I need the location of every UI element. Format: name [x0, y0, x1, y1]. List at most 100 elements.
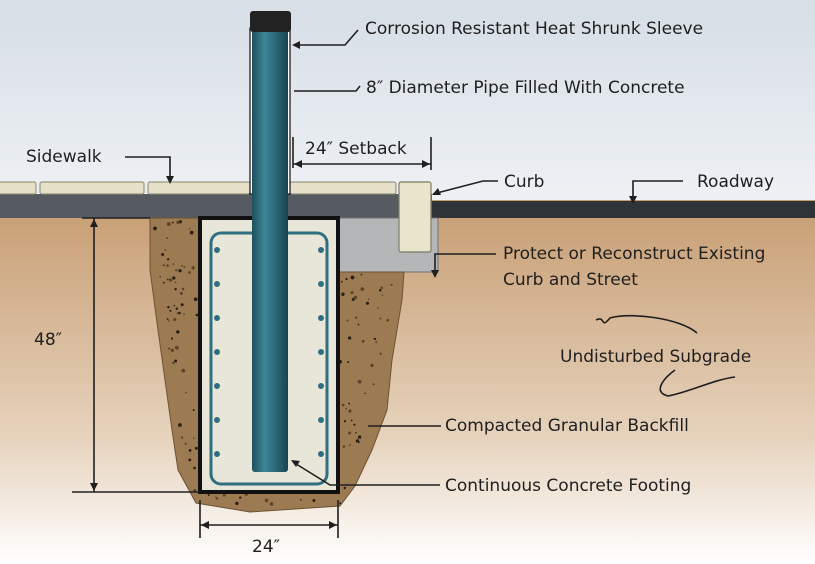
aggregate-speck — [170, 337, 174, 340]
arrow-roadway — [629, 196, 637, 204]
aggregate-speck — [161, 253, 165, 256]
aggregate-speck — [164, 249, 167, 251]
aggregate-speck — [166, 264, 169, 267]
aggregate-speck — [174, 287, 177, 291]
aggregate-speck — [379, 317, 382, 320]
aggregate-speck — [349, 444, 351, 446]
aggregate-speck — [377, 307, 380, 309]
aggregate-speck — [167, 305, 170, 309]
arrow-curb — [432, 188, 441, 195]
pipe — [252, 30, 288, 472]
label-depth: 48″ — [34, 330, 62, 350]
aggregate-speck — [173, 317, 177, 322]
aggregate-speck — [188, 449, 192, 452]
aggregate-speck — [189, 230, 194, 235]
aggregate-speck — [361, 339, 365, 343]
rebar-dot — [214, 349, 220, 355]
aggregate-speck — [184, 442, 187, 445]
aggregate-speck — [350, 291, 354, 295]
subgrade-squiggle — [659, 369, 736, 397]
aggregate-speck — [222, 493, 226, 497]
rebar-dot — [318, 349, 324, 355]
aggregate-speck — [185, 391, 188, 394]
rebar-dot — [318, 247, 324, 253]
arrow-footing — [291, 460, 300, 467]
aggregate-speck — [183, 313, 185, 315]
aggregate-speck — [163, 281, 165, 284]
arrow-depth-bottom — [90, 483, 98, 491]
label-protect-line1: Protect or Reconstruct Existing — [503, 244, 766, 264]
aggregate-speck — [180, 436, 184, 439]
leader-sleeve — [295, 29, 359, 46]
aggregate-speck — [381, 294, 384, 296]
aggregate-speck — [166, 318, 169, 320]
aggregate-speck — [348, 402, 351, 405]
label-sleeve: Corrosion Resistant Heat Shrunk Sleeve — [365, 19, 704, 39]
rebar-dot — [214, 383, 220, 389]
rebar-dot — [318, 383, 324, 389]
aggregate-speck — [375, 341, 377, 343]
aggregate-speck — [174, 281, 177, 284]
aggregate-speck — [239, 496, 242, 499]
aggregate-speck — [183, 265, 186, 268]
aggregate-speck — [345, 277, 348, 281]
aggregate-speck — [215, 497, 219, 500]
sidewalk-slab — [0, 181, 37, 195]
aggregate-speck — [175, 345, 179, 350]
leader-pipe — [294, 85, 361, 92]
aggregate-speck — [194, 446, 198, 450]
aggregate-speck — [181, 368, 186, 373]
aggregate-speck — [355, 316, 358, 319]
aggregate-speck — [193, 297, 198, 302]
aggregate-speck — [264, 498, 269, 503]
aggregate-speck — [357, 379, 362, 384]
aggregate-speck — [180, 303, 184, 307]
aggregate-speck — [312, 498, 316, 503]
aggregate-speck — [193, 466, 196, 470]
aggregate-speck — [172, 276, 176, 280]
aggregate-speck — [171, 221, 174, 224]
aggregate-speck — [339, 502, 342, 505]
arrow-sidewalk — [166, 176, 174, 184]
aggregate-speck — [188, 271, 191, 274]
aggregate-speck — [372, 383, 375, 386]
aggregate-speck — [175, 307, 179, 310]
label-sidewalk: Sidewalk — [26, 147, 102, 167]
aggregate-speck — [379, 352, 382, 355]
arrow-setback-right — [422, 160, 430, 168]
aggregate-speck — [357, 323, 360, 326]
aggregate-speck — [167, 320, 170, 322]
curb — [398, 181, 432, 253]
label-footing: Continuous Concrete Footing — [445, 476, 692, 496]
arrow-width-left — [201, 521, 209, 529]
aggregate-speck — [380, 286, 383, 289]
subgrade-squiggle — [595, 314, 698, 334]
aggregate-speck — [299, 498, 302, 501]
leader-roadway — [632, 180, 683, 200]
aggregate-speck — [357, 435, 362, 439]
pipe-cap — [250, 11, 291, 32]
leader-curb — [432, 180, 498, 195]
leader-footing — [292, 461, 440, 486]
arrow-protect — [431, 270, 439, 278]
aggregate-speck — [357, 441, 360, 444]
aggregate-speck — [174, 346, 177, 348]
aggregate-speck — [195, 313, 199, 317]
aggregate-speck — [162, 264, 165, 267]
aggregate-speck — [172, 263, 175, 265]
arrow-depth-top — [90, 219, 98, 227]
aggregate-speck — [166, 237, 168, 239]
label-setback: 24″ Setback — [305, 139, 407, 159]
aggregate-speck — [173, 304, 176, 307]
label-curb: Curb — [504, 172, 545, 192]
aggregate-speck — [235, 501, 239, 506]
aggregate-speck — [343, 486, 347, 490]
aggregate-speck — [172, 361, 175, 365]
rebar-dot — [318, 417, 324, 423]
arrow-width-right — [329, 521, 337, 529]
aggregate-speck — [348, 409, 352, 413]
aggregate-speck — [179, 291, 183, 295]
aggregate-speck — [343, 420, 347, 423]
